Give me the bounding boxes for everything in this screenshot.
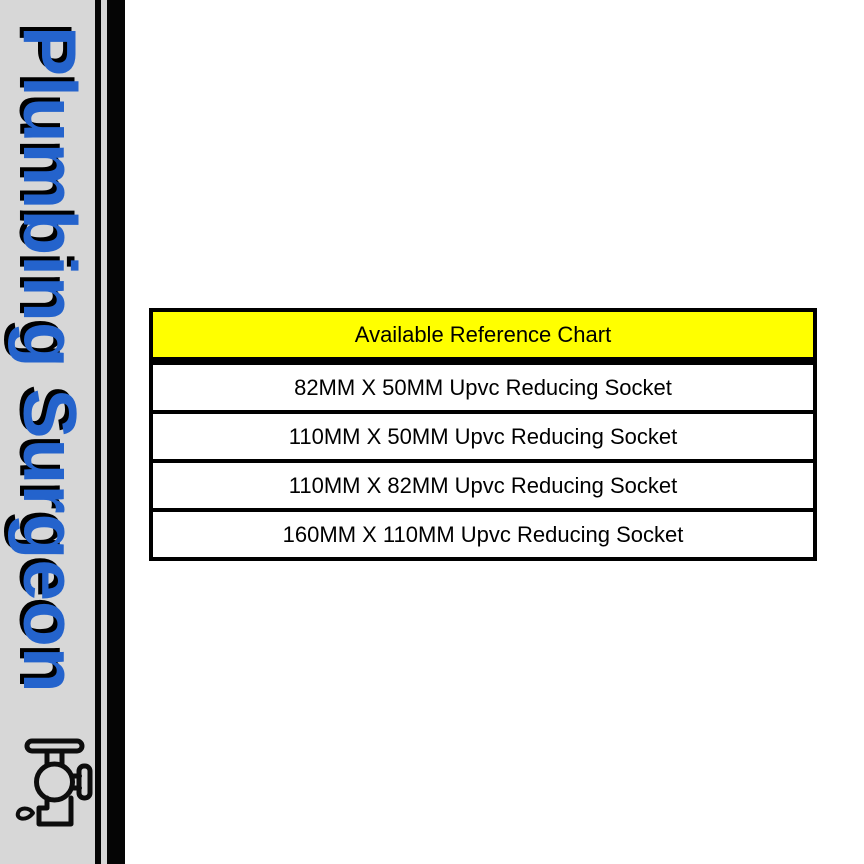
table-row: 82MM X 50MM Upvc Reducing Socket — [149, 361, 817, 414]
sidebar-divider-thick-line — [107, 0, 125, 864]
brand-name-vertical-text: Plumbing Surgeon — [8, 26, 92, 693]
brand-sidebar: Plumbing Surgeon — [0, 0, 95, 864]
table-row: 110MM X 82MM Upvc Reducing Socket — [149, 459, 817, 512]
reference-chart-table: Available Reference Chart 82MM X 50MM Up… — [149, 308, 817, 561]
reference-chart-header: Available Reference Chart — [149, 308, 817, 361]
sidebar-divider-thin-line — [95, 0, 101, 864]
sidebar-divider-gap — [101, 0, 107, 864]
table-row: 160MM X 110MM Upvc Reducing Socket — [149, 508, 817, 561]
dripping-tap-icon — [15, 738, 93, 827]
table-row: 110MM X 50MM Upvc Reducing Socket — [149, 410, 817, 463]
